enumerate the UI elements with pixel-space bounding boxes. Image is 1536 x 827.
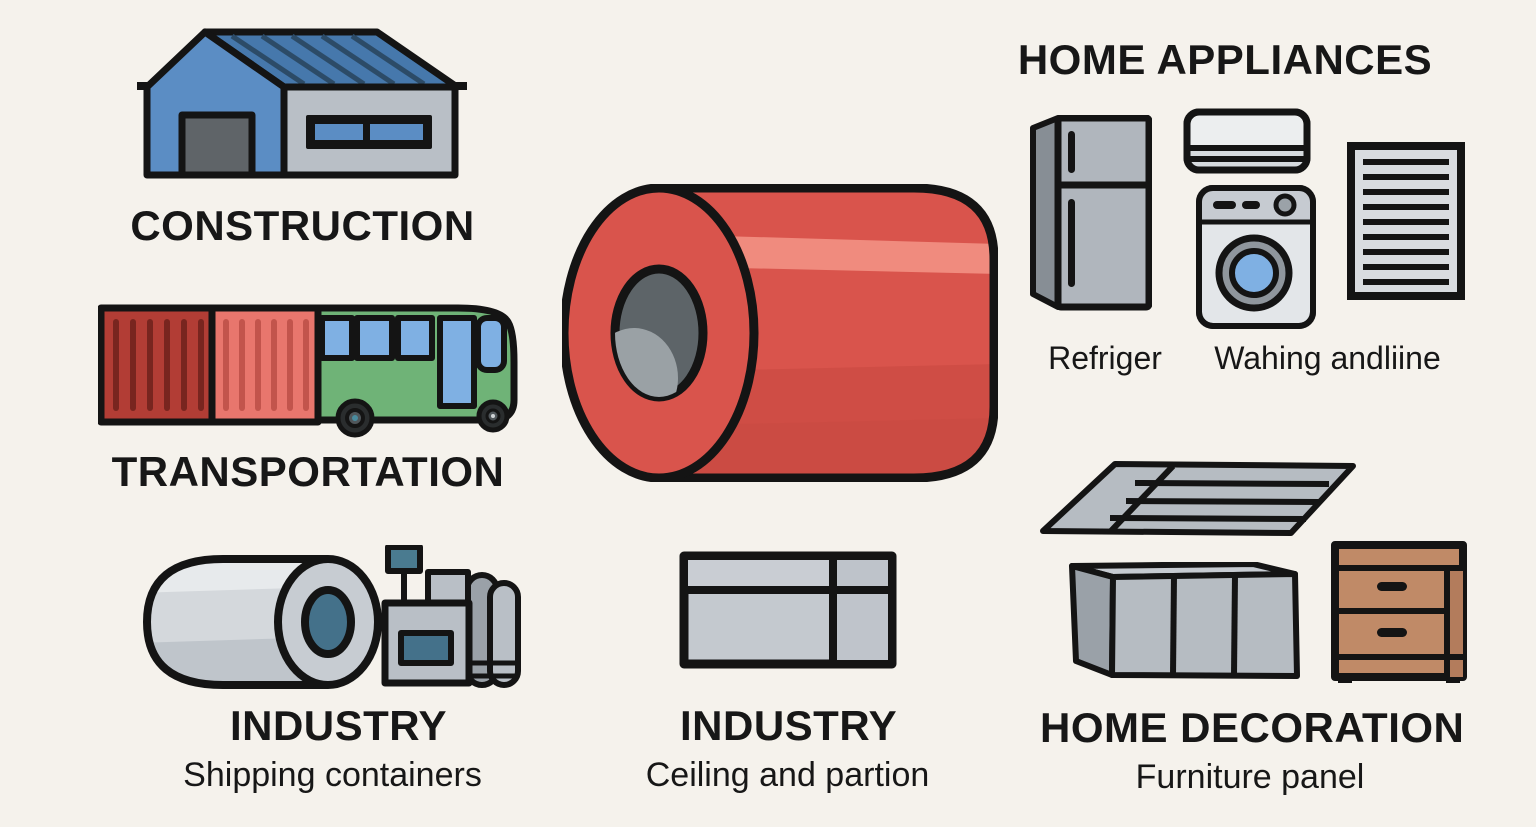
industry-shipping-label: INDUSTRY bbox=[229, 702, 448, 749]
warehouse-icon bbox=[137, 28, 467, 179]
industry-shipping-sublabel: Shipping containers bbox=[183, 756, 482, 794]
home-decoration-label: HOME DECORATION bbox=[1040, 704, 1465, 751]
industry-ceiling-sublabel: Ceiling and partion bbox=[645, 756, 930, 794]
steel-coil-machine-icon bbox=[143, 545, 521, 689]
refrigerator-icon bbox=[1030, 115, 1152, 311]
home-appliances-label: HOME APPLIANCES bbox=[1017, 36, 1433, 83]
construction-label: CONSTRUCTION bbox=[130, 202, 475, 249]
home-decoration-sublabel: Furniture panel bbox=[1135, 758, 1365, 796]
radiator-icon bbox=[1347, 142, 1465, 300]
ceiling-panel-icon bbox=[679, 551, 897, 669]
industry-ceiling-label: INDUSTRY bbox=[680, 702, 898, 749]
cabinet-box-icon bbox=[1069, 562, 1300, 679]
transportation-label: TRANSPORTATION bbox=[111, 448, 505, 495]
shipping-containers-bus-icon bbox=[98, 304, 518, 438]
air-conditioner-icon bbox=[1183, 108, 1311, 174]
roofing-sheet-icon bbox=[1040, 461, 1356, 536]
red-steel-coil-icon bbox=[562, 184, 998, 482]
washing-machine-icon bbox=[1196, 185, 1316, 329]
washing-machine-caption: Wahing andliine bbox=[1214, 340, 1441, 376]
wooden-cabinet-icon bbox=[1331, 541, 1467, 683]
refrigerator-caption: Refriger bbox=[1048, 340, 1162, 376]
